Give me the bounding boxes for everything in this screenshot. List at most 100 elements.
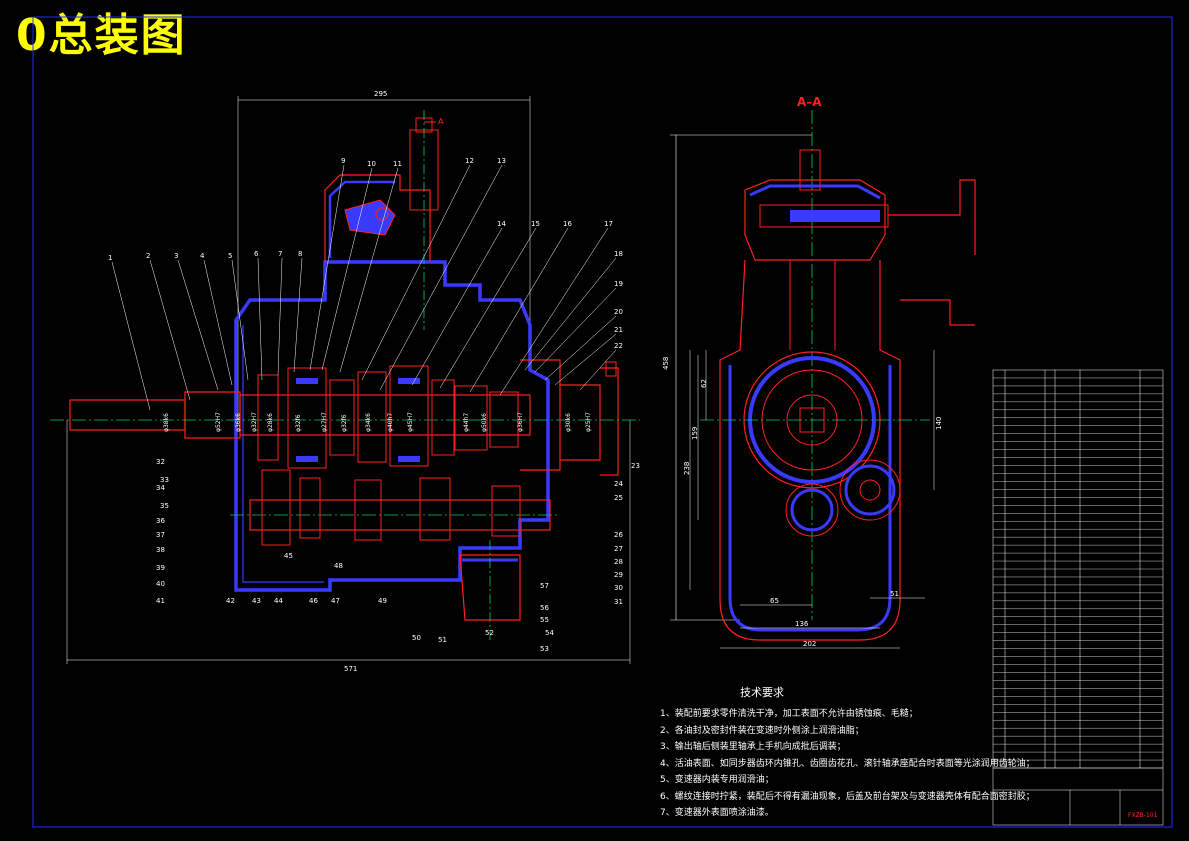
fit-label: φ32f6 xyxy=(341,414,348,432)
tech-item: 2、各油封及密封件装在变速时外侧涂上润滑油脂； xyxy=(660,725,864,736)
part-label: 55 xyxy=(540,616,549,624)
part-label: 36 xyxy=(156,517,165,525)
part-label: 46 xyxy=(309,597,318,605)
part-label: 8 xyxy=(298,250,302,258)
part-label: 15 xyxy=(531,220,540,228)
part-label: 49 xyxy=(378,597,387,605)
part-label: 6 xyxy=(254,250,259,258)
part-label: 38 xyxy=(156,546,165,554)
tech-item: 1、装配前要求零件清洗干净，加工表面不允许由锈蚀痕、毛糙； xyxy=(660,709,918,719)
dim-65: 65 xyxy=(770,597,779,605)
fit-label: φ25H7 xyxy=(585,412,592,432)
tech-item: 5、变速器内装专用润滑油； xyxy=(660,775,774,785)
part-label: 41 xyxy=(156,597,165,605)
fit-label: φ52H7 xyxy=(215,412,222,432)
part-label: 54 xyxy=(545,629,554,637)
section-view: A–A 458 62 15 xyxy=(662,95,976,649)
fit-label: φ45H7 xyxy=(407,412,414,432)
part-label: 13 xyxy=(497,157,506,165)
part-label: 5 xyxy=(228,252,232,260)
part-label: 18 xyxy=(614,250,623,258)
part-label: 53 xyxy=(540,645,549,653)
fit-label: φ27H7 xyxy=(321,412,328,432)
part-label: 35 xyxy=(160,502,169,510)
part-label: 14 xyxy=(497,220,506,228)
part-label: 45 xyxy=(284,552,293,560)
part-label: 51 xyxy=(438,636,447,644)
dim-140: 140 xyxy=(935,417,943,430)
dim-height: 458 xyxy=(662,357,670,370)
fit-label: φ36H7 xyxy=(517,412,524,432)
dim-51: 51 xyxy=(890,590,899,598)
part-label: 42 xyxy=(226,597,235,605)
part-label: 27 xyxy=(614,545,623,553)
section-label: A–A xyxy=(797,95,822,109)
tech-item: 4、活油表面、如同步器齿环内锥孔、齿圈齿花孔、滚针轴承座配合时表面等光涂润用齿轮… xyxy=(660,758,1035,769)
part-label: 50 xyxy=(412,634,421,642)
part-label: 39 xyxy=(156,564,165,572)
part-label: 2 xyxy=(146,252,150,260)
part-label: 26 xyxy=(614,531,623,539)
part-label: 19 xyxy=(614,280,623,288)
part-label: 24 xyxy=(614,480,623,488)
part-label: 7 xyxy=(278,250,282,258)
drawing-title: 0总装图 xyxy=(16,10,187,61)
part-label: 37 xyxy=(156,531,165,539)
part-label: 25 xyxy=(614,494,623,502)
part-label: 17 xyxy=(604,220,613,228)
part-label: 21 xyxy=(614,326,623,334)
dim-136: 136 xyxy=(795,620,809,628)
fit-label: φ36k6 xyxy=(235,413,242,432)
part-label: 29 xyxy=(614,571,623,579)
part-label: 40 xyxy=(156,580,165,588)
part-label: 1 xyxy=(108,254,112,262)
part-label: 23 xyxy=(631,462,640,470)
part-label: 33 xyxy=(160,476,169,484)
tech-item: 6、螺纹连接时拧紧，装配后不得有漏油现象，后盖及前台架及与变速器壳体有配合面密封… xyxy=(660,791,1035,802)
fit-label: φ32H7 xyxy=(251,412,258,432)
fit-label: φ30k6 xyxy=(565,413,572,432)
part-label: 9 xyxy=(341,157,345,165)
part-label: 22 xyxy=(614,342,623,350)
section-mark-top: A xyxy=(438,117,444,126)
part-label: 43 xyxy=(252,597,261,605)
fit-label: φ50k6 xyxy=(481,413,488,432)
part-label: 4 xyxy=(200,252,205,260)
fit-label: φ32f6 xyxy=(295,414,302,432)
part-label: 30 xyxy=(614,584,623,592)
tech-item: 7、变速器外表面喷涂油漆。 xyxy=(660,808,774,818)
part-label: 57 xyxy=(540,582,549,590)
dim-159: 159 xyxy=(691,427,699,440)
dim-top-width: 295 xyxy=(374,90,387,98)
part-label: 47 xyxy=(331,597,340,605)
drawing-frame xyxy=(32,16,1173,828)
main-view: 295 571 A xyxy=(50,90,640,673)
part-label: 31 xyxy=(614,598,623,606)
dim-202: 202 xyxy=(803,640,816,648)
fit-label: φ28k6 xyxy=(267,413,274,432)
tech-item: 3、输出轴后侧装里轴承上手机向成批后调装； xyxy=(660,742,846,752)
tech-heading: 技术要求 xyxy=(740,686,784,699)
part-label: 3 xyxy=(174,252,178,260)
part-label: 56 xyxy=(540,604,549,612)
technical-requirements: 技术要求 1、装配前要求零件清洗干净，加工表面不允许由锈蚀痕、毛糙； 2、各油封… xyxy=(660,684,1035,822)
part-label: 28 xyxy=(614,558,623,566)
part-label: 12 xyxy=(465,157,474,165)
dim-238: 238 xyxy=(683,462,691,475)
part-label: 10 xyxy=(367,160,376,168)
fit-label: φ34k6 xyxy=(365,413,372,432)
dim-bottom-width: 571 xyxy=(344,665,357,673)
part-label: 20 xyxy=(614,308,623,316)
part-label: 16 xyxy=(563,220,572,228)
part-label: 34 xyxy=(156,484,165,492)
part-label: 52 xyxy=(485,629,494,637)
fit-label: φ40h7 xyxy=(387,413,394,432)
part-label: 48 xyxy=(334,562,343,570)
fit-label: φ44h7 xyxy=(463,413,470,432)
part-label: 44 xyxy=(274,597,283,605)
part-label: 32 xyxy=(156,458,165,466)
part-label: 11 xyxy=(393,160,402,168)
dim-62: 62 xyxy=(700,379,708,388)
